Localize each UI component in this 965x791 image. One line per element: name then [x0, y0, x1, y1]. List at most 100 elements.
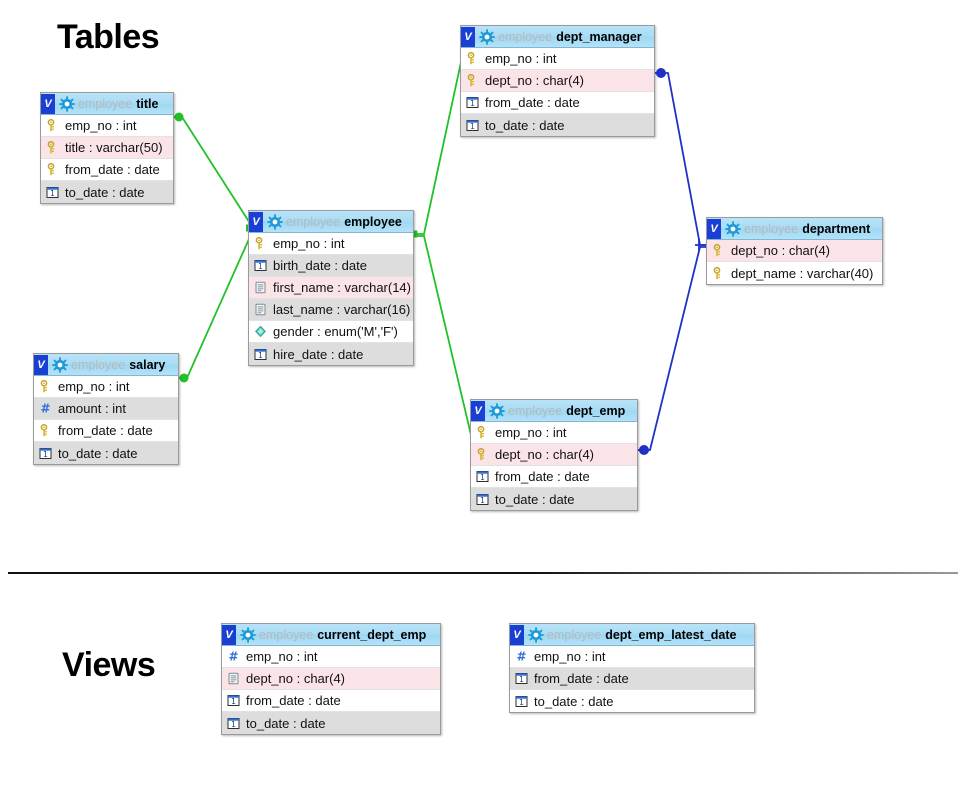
calendar-icon: 1: [227, 717, 240, 729]
column-label: emp_no : int: [495, 425, 567, 440]
column-row[interactable]: 1 from_date : date: [510, 668, 754, 690]
column-row[interactable]: # emp_no : int: [222, 646, 440, 668]
column-label: to_date : date: [58, 445, 138, 461]
column-label: to_date : date: [246, 715, 326, 731]
column-row[interactable]: 1 from_date : date: [222, 690, 440, 712]
column-row[interactable]: emp_no : int: [41, 115, 173, 137]
column-row[interactable]: dept_no : char(4): [222, 668, 440, 690]
gear-icon: [52, 356, 68, 373]
column-row[interactable]: first_name : varchar(14): [249, 277, 413, 299]
gear-icon: [479, 28, 495, 45]
column-label: to_date : date: [65, 184, 145, 200]
column-label: amount : int: [58, 401, 126, 416]
calendar-icon: 1: [466, 119, 479, 131]
key-icon: [477, 426, 485, 439]
column-label: emp_no : int: [273, 236, 345, 251]
svg-text:1: 1: [480, 496, 485, 505]
column-label: emp_no : int: [246, 649, 318, 664]
view-badge-icon: V: [510, 624, 524, 645]
gear-icon: [528, 626, 544, 643]
entity-name-label: dept_emp: [566, 403, 626, 418]
svg-text:1: 1: [480, 473, 485, 482]
column-row[interactable]: 1 to_date : date: [471, 488, 637, 510]
column-label: emp_no : int: [534, 649, 606, 664]
column-row[interactable]: 1 to_date : date: [222, 712, 440, 734]
gear-icon: [267, 213, 283, 230]
key-icon: [40, 380, 48, 393]
column-row[interactable]: dept_name : varchar(40): [707, 262, 882, 284]
column-row[interactable]: dept_no : char(4): [707, 240, 882, 262]
column-row[interactable]: 1 to_date : date: [34, 442, 178, 464]
column-label: last_name : varchar(16): [273, 302, 411, 317]
calendar-icon: 1: [254, 348, 267, 360]
column-row[interactable]: 1 to_date : date: [510, 690, 754, 712]
column-label: from_date : date: [58, 423, 153, 438]
calendar-icon: 1: [227, 695, 240, 706]
entity-schema-label: employee: [259, 627, 314, 642]
column-row[interactable]: dept_no : char(4): [471, 444, 637, 466]
view-badge-icon: V: [222, 624, 236, 645]
column-row[interactable]: gender : enum('M','F'): [249, 321, 413, 343]
column-label: first_name : varchar(14): [273, 280, 411, 295]
column-row[interactable]: emp_no : int: [34, 376, 178, 398]
column-row[interactable]: title : varchar(50): [41, 137, 173, 159]
column-label: dept_no : char(4): [731, 243, 831, 258]
entity-name-label: title: [136, 96, 159, 111]
column-row[interactable]: # emp_no : int: [510, 646, 754, 668]
column-label: to_date : date: [534, 693, 614, 709]
text-icon: [255, 281, 266, 294]
column-label: emp_no : int: [485, 51, 557, 66]
calendar-icon: 1: [476, 493, 489, 505]
column-row[interactable]: emp_no : int: [471, 422, 637, 444]
calendar-icon: 1: [39, 447, 52, 459]
column-label: gender : enum('M','F'): [273, 324, 398, 339]
view-badge-icon: V: [41, 93, 55, 114]
column-label: to_date : date: [495, 491, 575, 507]
column-row[interactable]: emp_no : int: [461, 48, 654, 70]
key-icon: [713, 266, 721, 279]
relation-title-employee: [174, 112, 255, 232]
column-row[interactable]: 1 from_date : date: [471, 466, 637, 488]
column-row[interactable]: # amount : int: [34, 398, 178, 420]
gear-icon: [59, 95, 75, 112]
column-label: dept_no : char(4): [246, 671, 346, 686]
column-row[interactable]: from_date : date: [41, 159, 173, 181]
column-row[interactable]: 1 to_date : date: [41, 181, 173, 203]
column-label: from_date : date: [246, 693, 341, 708]
column-row[interactable]: 1 hire_date : date: [249, 343, 413, 365]
column-row[interactable]: 1 to_date : date: [461, 114, 654, 136]
view-badge-icon: V: [471, 400, 485, 421]
column-row[interactable]: dept_no : char(4): [461, 70, 654, 92]
column-row[interactable]: emp_no : int: [249, 233, 413, 255]
calendar-icon: 1: [254, 260, 267, 271]
entity-schema-label: employee: [78, 96, 133, 111]
calendar-icon: 1: [515, 673, 528, 684]
column-row[interactable]: from_date : date: [34, 420, 178, 442]
column-row[interactable]: last_name : varchar(16): [249, 299, 413, 321]
enum-icon: [255, 325, 266, 338]
column-row[interactable]: 1 from_date : date: [461, 92, 654, 114]
svg-text:1: 1: [258, 262, 263, 271]
key-icon: [47, 141, 55, 154]
column-row[interactable]: 1 birth_date : date: [249, 255, 413, 277]
entity-name-label: dept_emp_latest_date: [605, 627, 737, 642]
column-label: from_date : date: [495, 469, 590, 484]
entity-name-label: employee: [344, 214, 402, 229]
calendar-icon: 1: [476, 471, 489, 482]
